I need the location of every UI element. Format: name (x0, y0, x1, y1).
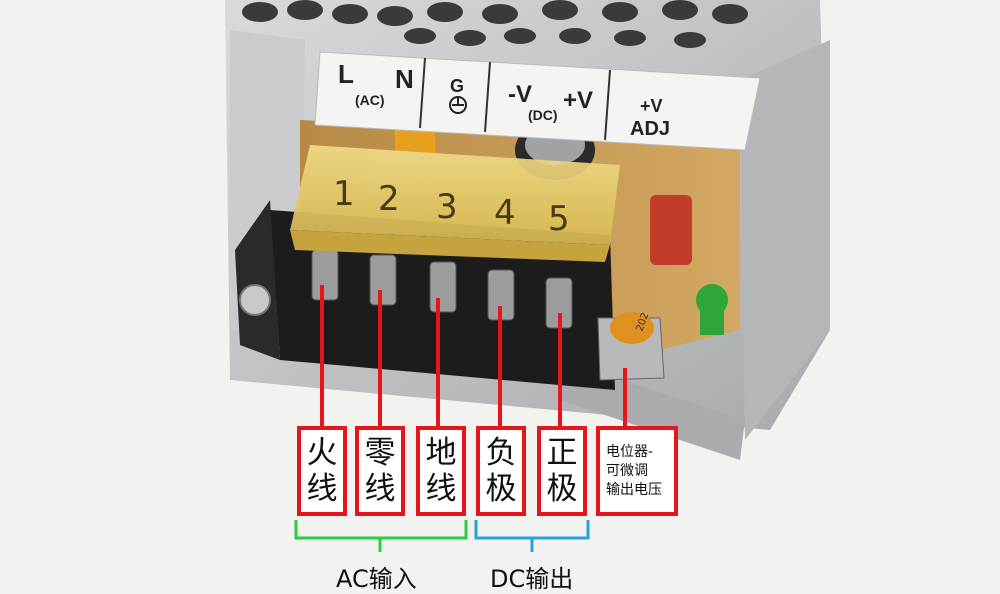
plate-ground-label: G (450, 76, 464, 96)
ac-input-label: AC输入 (336, 565, 417, 593)
callout-pot-line3: 输出电压 (606, 481, 662, 498)
plate-adj-label: ADJ (630, 118, 670, 140)
terminal-cover (290, 145, 620, 262)
plate-dc-label: (DC) (528, 107, 558, 123)
callout-positive: 正极 (537, 426, 587, 516)
mounting-screw-icon (239, 284, 271, 316)
callout-positive-text: 正极 (546, 435, 578, 507)
callout-negative-text: 负极 (485, 435, 517, 507)
ac-group-bracket (294, 520, 468, 552)
plate-neutral-label: N (395, 64, 414, 94)
plate-adj-v-label: +V (640, 96, 663, 116)
plate-pos-v-label: +V (563, 87, 593, 114)
terminal-number-2: 2 (378, 179, 400, 219)
plate-line-label: L (338, 59, 354, 89)
dc-group-bracket (474, 520, 590, 552)
callout-live-text: 火线 (306, 435, 338, 507)
terminal-number-4: 4 (494, 193, 516, 233)
plate-ac-label: (AC) (355, 92, 385, 108)
callout-neutral-text: 零线 (364, 435, 396, 507)
callout-pot-line1: 电位器- (606, 443, 654, 460)
callout-ground-text: 地线 (425, 435, 457, 507)
dc-output-label: DC输出 (490, 565, 574, 593)
vent-holes (242, 0, 748, 48)
terminal-number-5: 5 (548, 199, 570, 239)
terminal-number-3: 3 (436, 187, 458, 227)
terminal-label-plate: L (AC) N G -V +V (DC) +V ADJ (314, 51, 761, 151)
callout-lines (320, 285, 627, 428)
callout-pot-line2: 可微调 (606, 462, 648, 479)
terminal-number-1: 1 (333, 174, 355, 214)
callout-ground-wire: 地线 (416, 426, 466, 516)
callout-neutral-wire: 零线 (355, 426, 405, 516)
potentiometer: 202 (597, 311, 665, 381)
callout-potentiometer: 电位器- 可微调 输出电压 (596, 426, 678, 516)
callout-negative: 负极 (476, 426, 526, 516)
terminal-screws (311, 249, 573, 329)
ground-symbol-icon (449, 96, 467, 114)
plate-neg-v-label: -V (508, 81, 532, 108)
callout-live-wire: 火线 (297, 426, 347, 516)
